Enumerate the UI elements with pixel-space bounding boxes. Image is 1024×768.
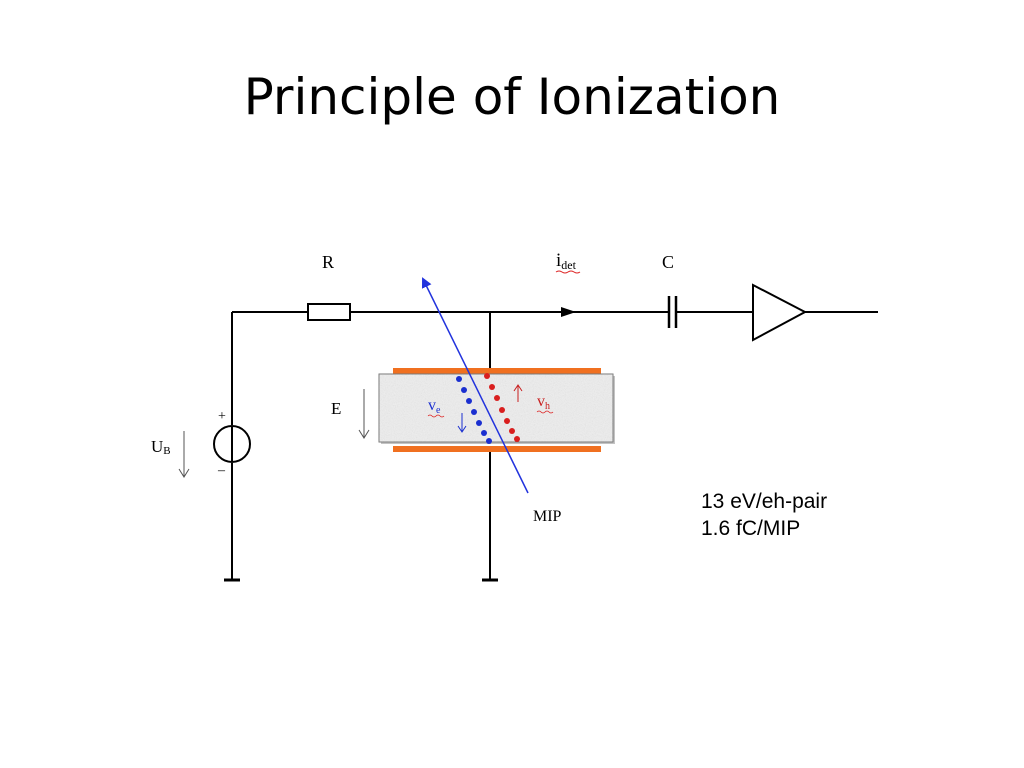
electron-velocity-underline	[427, 414, 445, 418]
current-arrow	[561, 307, 576, 317]
amplifier	[752, 283, 808, 342]
capacitor-label: C	[662, 252, 674, 272]
resistor	[307, 303, 351, 321]
hole-dot	[489, 384, 495, 390]
electron-dot	[466, 398, 472, 404]
current-main: i	[556, 250, 561, 271]
sensor-texture	[379, 374, 613, 442]
mip-track	[421, 277, 529, 494]
electron-velocity-sub: e	[436, 405, 441, 416]
hole-velocity-sub: h	[545, 401, 550, 412]
electron-velocity-arrow-head	[457, 425, 467, 433]
hole-dot	[499, 407, 505, 413]
hole-dot	[504, 418, 510, 424]
minus-sign: –	[217, 463, 226, 478]
electron-dots	[456, 376, 492, 444]
hole-dot	[514, 436, 520, 442]
field-label: E	[331, 399, 341, 418]
bias-voltage-label: UB	[151, 437, 171, 457]
note-energy-per-pair: 13 eV/eh-pair	[701, 490, 828, 513]
current-underline	[555, 270, 581, 274]
hole-dot	[494, 395, 500, 401]
electron-velocity-main: v	[428, 397, 436, 414]
electrode-top	[393, 368, 601, 374]
field-arrow-head	[358, 429, 370, 439]
electrode-bottom	[393, 446, 601, 452]
resistor-label: R	[322, 252, 334, 272]
electron-dot	[471, 409, 477, 415]
notes-box: 13 eV/eh-pair 1.6 fC/MIP	[701, 488, 827, 542]
electron-dot	[481, 430, 487, 436]
hole-velocity-label: vh	[537, 393, 550, 412]
electron-velocity-label: ve	[428, 397, 441, 416]
current-sub: det	[561, 258, 576, 272]
electron-dot	[456, 376, 462, 382]
mip-label: MIP	[533, 508, 562, 525]
hole-velocity-underline	[536, 410, 554, 414]
electron-dot	[476, 420, 482, 426]
bias-voltage-main: U	[151, 437, 163, 456]
current-label: idet	[556, 250, 577, 272]
hole-dots	[484, 373, 520, 442]
note-charge-per-mip: 1.6 fC/MIP	[701, 517, 801, 540]
hole-velocity-main: v	[537, 393, 545, 410]
electron-dot	[461, 387, 467, 393]
plus-sign: +	[218, 409, 226, 424]
hole-velocity-arrow-head	[513, 384, 523, 392]
hole-dot	[509, 428, 515, 434]
slide-title: Principle of Ionization	[243, 68, 781, 126]
bias-voltage-sub: B	[163, 445, 170, 457]
hole-dot	[484, 373, 490, 379]
bias-arrow-head	[178, 468, 190, 478]
electron-dot	[486, 438, 492, 444]
